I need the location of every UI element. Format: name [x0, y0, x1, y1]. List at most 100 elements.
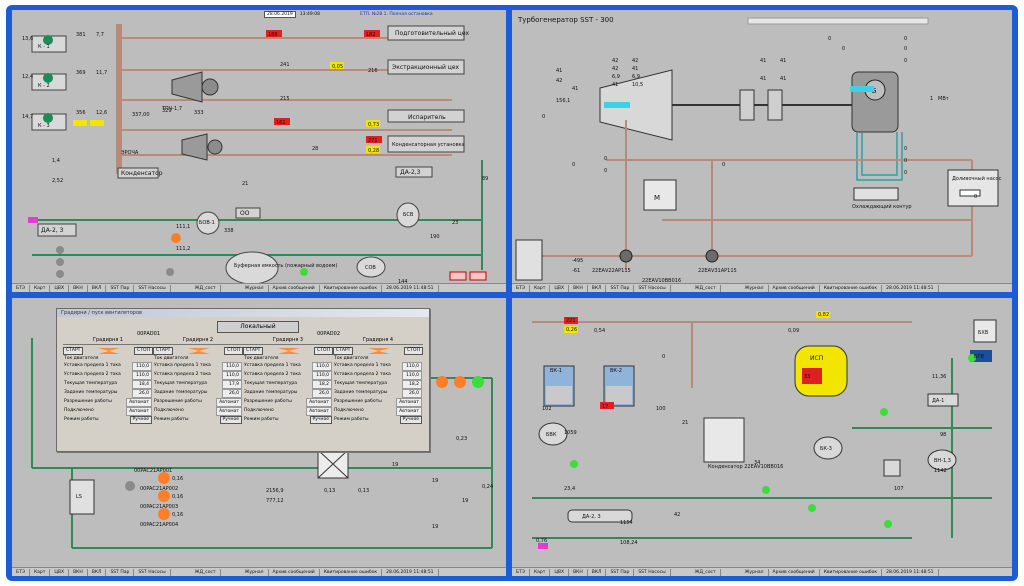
nav-journal[interactable]: Журнал: [241, 568, 269, 576]
deaerator-da23-box[interactable]: [395, 166, 433, 178]
condenser-p4[interactable]: [703, 417, 745, 463]
nav-ack[interactable]: Квитирование ошибок: [320, 284, 383, 292]
manual-mode-button[interactable]: Ручное: [219, 416, 242, 424]
bearing-1[interactable]: [739, 89, 755, 121]
pump-hov1[interactable]: [166, 268, 174, 276]
oo-box[interactable]: [235, 207, 261, 219]
nav-jd[interactable]: ЖД_сост: [191, 568, 221, 576]
da23-lower-box[interactable]: [37, 223, 77, 237]
nav-journal[interactable]: Журнал: [741, 284, 769, 292]
nav-journal[interactable]: Журнал: [241, 284, 269, 292]
fan-orange-1[interactable]: [436, 376, 448, 388]
vn13-tank[interactable]: [927, 449, 957, 471]
turbine-1[interactable]: [171, 71, 219, 103]
start-button[interactable]: СТАРТ: [333, 347, 354, 355]
bvk-tank[interactable]: [538, 422, 568, 446]
nav-vkl[interactable]: ВКЛ: [88, 568, 107, 576]
fan-orange-2[interactable]: [454, 376, 466, 388]
nav-vkn[interactable]: ВКН: [569, 284, 588, 292]
nav-archive[interactable]: Архив сообщений: [769, 568, 820, 576]
condenser-unit-box[interactable]: [387, 135, 465, 153]
pump-group-left[interactable]: [56, 246, 64, 278]
nav-bte[interactable]: БТЭ: [512, 284, 530, 292]
nav-sst-pumps[interactable]: SST Насосы: [634, 284, 671, 292]
nav-sst-pumps[interactable]: SST Насосы: [634, 568, 671, 576]
oil-pump-2[interactable]: [705, 249, 719, 263]
nav-vkn[interactable]: ВКН: [569, 568, 588, 576]
nav-vkn[interactable]: ВКН: [69, 284, 88, 292]
manual-mode-button[interactable]: Ручное: [399, 416, 422, 424]
boiler-k1[interactable]: [31, 35, 67, 53]
turbine-2[interactable]: [181, 133, 223, 161]
nav-vkl[interactable]: ВКЛ: [588, 568, 607, 576]
nav-archive[interactable]: Архив сообщений: [269, 284, 320, 292]
lube-pump-box[interactable]: [947, 169, 999, 207]
nav-vkn[interactable]: ВКН: [69, 568, 88, 576]
start-button[interactable]: СТАРТ: [63, 347, 84, 355]
fan-green-2[interactable]: [472, 376, 484, 388]
nav-kart[interactable]: Карт: [530, 568, 551, 576]
nav-jd[interactable]: ЖД_сост: [191, 284, 221, 292]
start-button[interactable]: СТАРТ: [153, 347, 174, 355]
nav-bte[interactable]: БТЭ: [512, 568, 530, 576]
nav-jd[interactable]: ЖД_сост: [691, 568, 721, 576]
turbine-body[interactable]: [599, 69, 673, 141]
nav-kart[interactable]: Карт: [30, 568, 51, 576]
cooler-unit[interactable]: [853, 187, 899, 201]
nav-ack[interactable]: Квитирование ошибок: [820, 568, 883, 576]
oil-tank[interactable]: [515, 239, 543, 281]
nav-sst-steam[interactable]: SST Пар: [606, 568, 635, 576]
nav-bte[interactable]: БТЭ: [12, 568, 30, 576]
nav-archive[interactable]: Архив сообщений: [269, 568, 320, 576]
pump-ap002[interactable]: [158, 490, 170, 502]
stop-button[interactable]: СТОП: [134, 347, 153, 355]
bov1-tank[interactable]: [196, 211, 220, 235]
nav-kart[interactable]: Карт: [530, 284, 551, 292]
boiler-k3[interactable]: [31, 113, 67, 131]
nav-jd[interactable]: ЖД_сост: [691, 284, 721, 292]
stop-button[interactable]: СТОП: [224, 347, 243, 355]
nav-sst-pumps[interactable]: SST Насосы: [134, 284, 171, 292]
pump-gray[interactable]: [125, 481, 135, 491]
nav-sst-steam[interactable]: SST Пар: [106, 284, 135, 292]
da23-p4-box[interactable]: [567, 509, 633, 523]
bearing-2[interactable]: [767, 89, 783, 121]
pump-ap003[interactable]: [158, 508, 170, 520]
nav-archive[interactable]: Архив сообщений: [769, 284, 820, 292]
manual-mode-button[interactable]: Ручное: [129, 416, 152, 424]
evaporator-box[interactable]: [387, 109, 465, 123]
bsv-tank[interactable]: [396, 202, 420, 228]
manual-mode-button[interactable]: Ручное: [309, 416, 332, 424]
ls-tank[interactable]: [69, 479, 95, 515]
condenser-box[interactable]: [117, 167, 159, 179]
stop-button[interactable]: СТОП: [314, 347, 333, 355]
bnt-box[interactable]: [883, 459, 901, 477]
boiler-k2[interactable]: [31, 73, 67, 91]
nav-cvh[interactable]: ЦВХ: [550, 568, 570, 576]
nav-ack[interactable]: Квитирование ошибок: [820, 284, 883, 292]
bhv-box[interactable]: [973, 319, 997, 343]
pump-orange-1[interactable]: [171, 233, 181, 243]
oil-cooler[interactable]: [643, 179, 677, 211]
stop-button[interactable]: СТОП: [404, 347, 423, 355]
nav-sst-pumps[interactable]: SST Насосы: [134, 568, 171, 576]
da1-box[interactable]: [927, 393, 959, 407]
nav-bte[interactable]: БТЭ: [12, 284, 30, 292]
pump-vn3[interactable]: [300, 268, 308, 276]
pump-ap001[interactable]: [158, 472, 170, 484]
prep-shop-box[interactable]: [387, 25, 465, 41]
oil-pump-1[interactable]: [619, 249, 633, 263]
nav-cvh[interactable]: ЦВХ: [550, 284, 570, 292]
nav-cvh[interactable]: ЦВХ: [50, 284, 70, 292]
bk3-tank[interactable]: [813, 436, 843, 460]
nav-kart[interactable]: Карт: [30, 284, 51, 292]
nav-journal[interactable]: Журнал: [741, 568, 769, 576]
nav-cvh[interactable]: ЦВХ: [50, 568, 70, 576]
nav-sst-steam[interactable]: SST Пар: [106, 568, 135, 576]
nav-ack[interactable]: Квитирование ошибок: [320, 568, 383, 576]
extraction-shop-box[interactable]: [387, 59, 465, 75]
nav-vkl[interactable]: ВКЛ: [588, 284, 607, 292]
nav-vkl[interactable]: ВКЛ: [88, 284, 107, 292]
start-button[interactable]: СТАРТ: [243, 347, 264, 355]
nav-sst-steam[interactable]: SST Пар: [606, 284, 635, 292]
